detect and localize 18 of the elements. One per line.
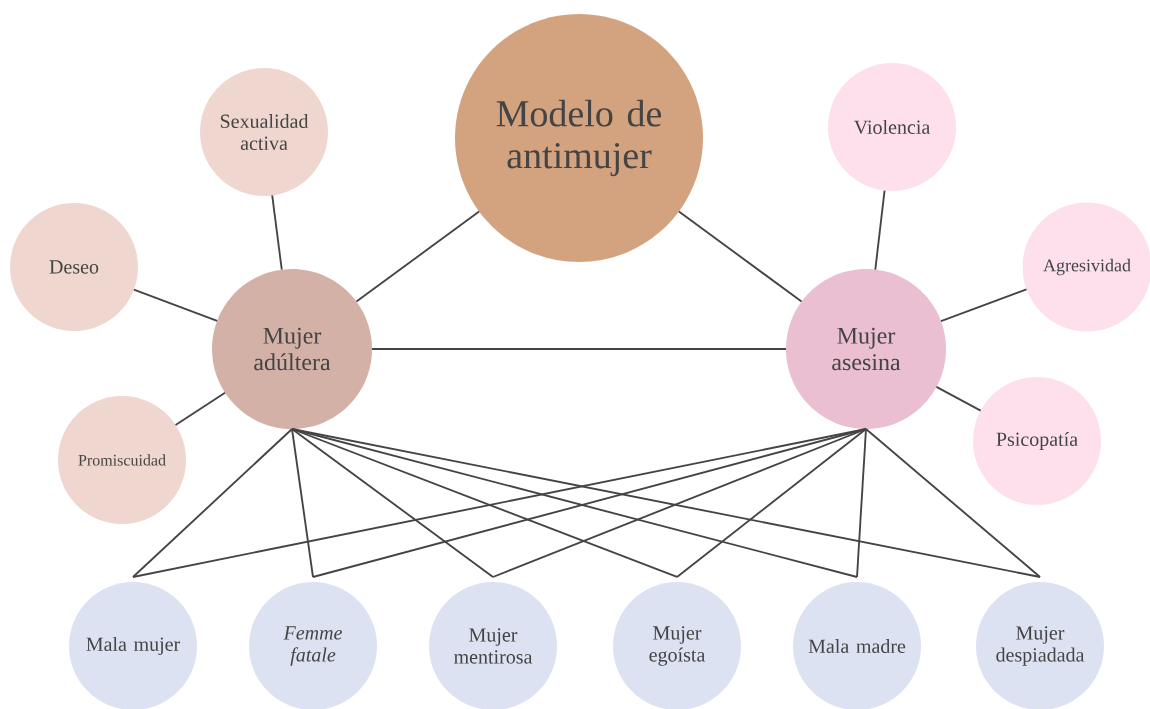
connector-line	[355, 210, 481, 303]
connector-line	[865, 428, 1041, 578]
connector-line	[371, 348, 787, 350]
connector-line	[132, 428, 293, 578]
connector-line	[132, 288, 219, 322]
connector-line	[940, 288, 1028, 323]
connector-line	[291, 428, 494, 578]
connector-line	[291, 428, 1041, 578]
connector-line	[174, 391, 226, 426]
connector-line	[874, 189, 886, 271]
connector-line	[676, 428, 867, 578]
connector-line	[856, 428, 867, 578]
connector-line	[677, 210, 803, 303]
connector-line	[291, 428, 314, 578]
connector-line	[935, 385, 982, 412]
connector-line	[291, 428, 678, 578]
connector-line	[492, 428, 867, 578]
connector-line	[271, 194, 283, 271]
